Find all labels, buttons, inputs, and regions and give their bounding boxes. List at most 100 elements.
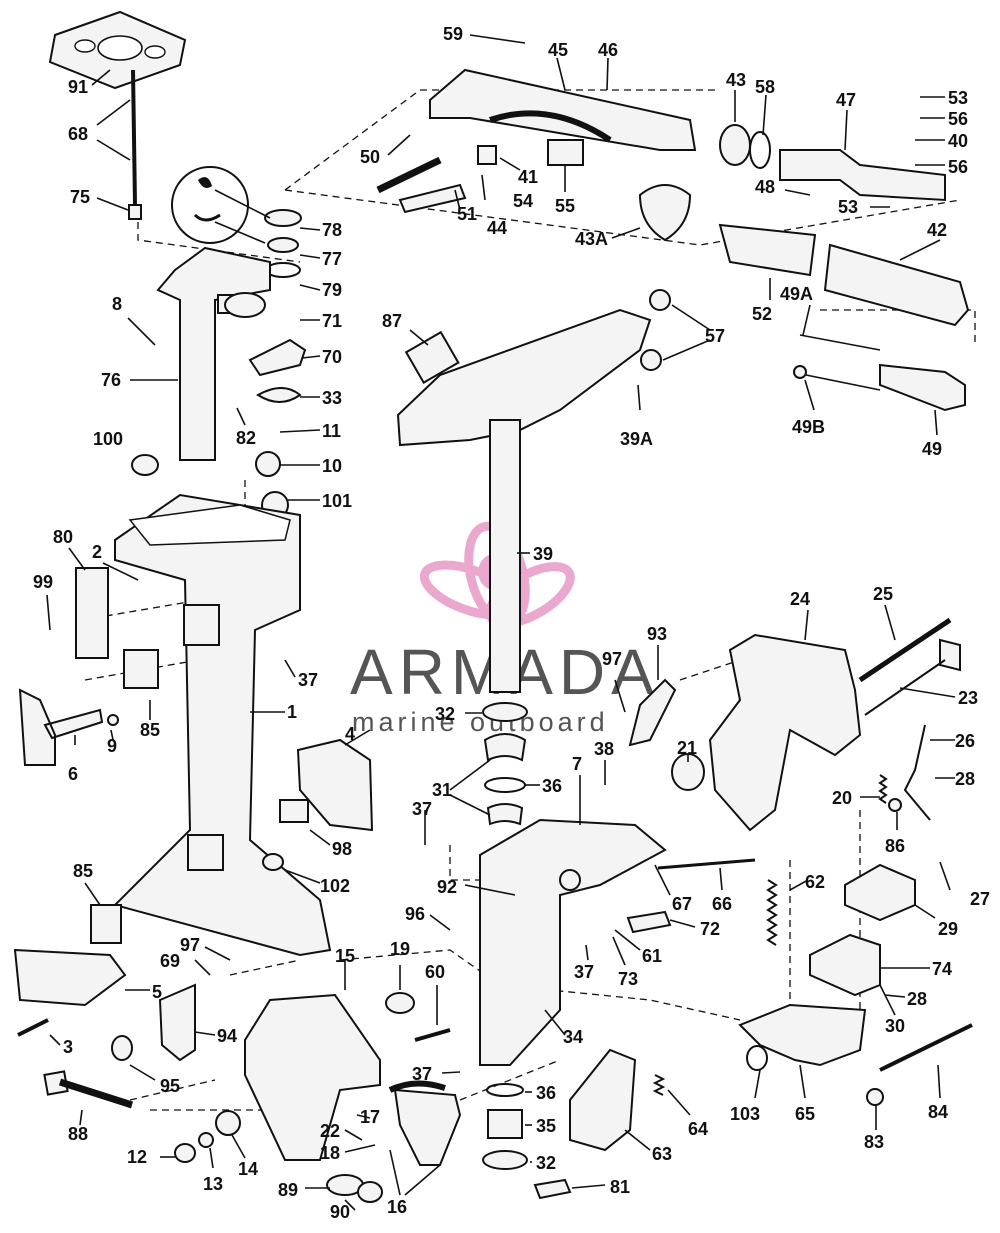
callout-37-d: 37 — [412, 799, 432, 819]
callout-26: 26 — [955, 731, 975, 751]
callout-43A: 43A — [575, 229, 608, 249]
bolt-25 — [858, 617, 952, 683]
callout-37: 37 — [298, 670, 318, 690]
callout-82: 82 — [236, 428, 256, 448]
callout-35: 35 — [536, 1116, 556, 1136]
gasket-33 — [256, 387, 302, 403]
callout-81: 81 — [610, 1177, 630, 1197]
callout-28: 28 — [955, 769, 975, 789]
ring-43 — [719, 124, 751, 166]
swivel-bracket-39 — [396, 308, 652, 693]
callout-58: 58 — [755, 77, 775, 97]
callout-87: 87 — [382, 311, 402, 331]
screw-3 — [17, 1018, 49, 1037]
washer-13 — [198, 1132, 214, 1148]
callout-37-b: 37 — [412, 1064, 432, 1084]
bracket-23 — [939, 638, 961, 672]
callout-9: 9 — [107, 736, 117, 756]
callout-24: 24 — [790, 589, 810, 609]
mount-4 — [296, 738, 374, 832]
callout-61: 61 — [642, 946, 662, 966]
plate-81 — [533, 1178, 572, 1200]
callout-103: 103 — [730, 1104, 760, 1124]
callout-14: 14 — [238, 1159, 258, 1179]
callout-33: 33 — [322, 388, 342, 408]
callout-72: 72 — [700, 919, 720, 939]
callout-49A: 49A — [780, 284, 813, 304]
callout-75: 75 — [70, 187, 90, 207]
callout-53: 53 — [948, 88, 968, 108]
callout-68: 68 — [68, 124, 88, 144]
lock-bracket-30 — [809, 933, 881, 997]
spring-64 — [652, 1074, 666, 1096]
callout-12: 12 — [127, 1147, 147, 1167]
clip-49B — [793, 365, 807, 379]
cable-41 — [489, 110, 612, 143]
tilt-lock-93 — [628, 678, 677, 747]
callout-21: 21 — [677, 738, 697, 758]
callout-32: 32 — [435, 704, 455, 724]
callout-30: 30 — [885, 1016, 905, 1036]
callout-63: 63 — [652, 1144, 672, 1164]
callout-7: 7 — [572, 754, 582, 774]
callout-99: 99 — [33, 572, 53, 592]
callout-97-b: 97 — [602, 649, 622, 669]
tiller-grip-42 — [823, 243, 970, 327]
clip-54 — [477, 145, 497, 165]
rod-66 — [657, 858, 756, 870]
callout-39A: 39A — [620, 429, 653, 449]
callout-66: 66 — [712, 894, 732, 914]
reverse-lock-65 — [738, 1003, 867, 1067]
callout-57: 57 — [705, 326, 725, 346]
rod-84 — [879, 1023, 973, 1072]
bushing-95 — [111, 1035, 133, 1061]
cover-80 — [75, 567, 109, 659]
swivel-bracket-34 — [479, 818, 667, 1066]
callout-13: 13 — [203, 1174, 223, 1194]
spring-16 — [388, 1080, 446, 1093]
wire-26 — [903, 724, 931, 821]
lock-plate-29 — [844, 863, 916, 922]
callout-62: 62 — [805, 872, 825, 892]
callout-71: 71 — [322, 311, 342, 331]
callout-36-b: 36 — [536, 1083, 556, 1103]
callout-44: 44 — [487, 218, 507, 238]
plug-102 — [262, 853, 284, 871]
callout-42: 42 — [927, 220, 947, 240]
leader-lines — [46, 34, 956, 1211]
o-ring-36-lower — [486, 1083, 524, 1097]
bushing-35 — [487, 1109, 523, 1139]
callout-102: 102 — [320, 876, 350, 896]
callout-86: 86 — [885, 836, 905, 856]
callout-49B: 49B — [792, 417, 825, 437]
seal-58 — [749, 131, 771, 169]
bolt-88 — [43, 1070, 134, 1109]
callout-48: 48 — [755, 177, 775, 197]
callout-85-b: 85 — [73, 861, 93, 881]
lever-72 — [626, 910, 672, 934]
callout-15: 15 — [335, 946, 355, 966]
seals-78-77-79 — [264, 209, 302, 278]
callout-59: 59 — [443, 24, 463, 44]
throttle-shaft-50 — [376, 156, 442, 194]
callout-27: 27 — [970, 889, 990, 909]
friction-43A — [638, 184, 692, 242]
callout-70: 70 — [322, 347, 342, 367]
callout-54: 54 — [513, 191, 533, 211]
bushing-14 — [215, 1110, 241, 1136]
callout-1: 1 — [287, 702, 297, 722]
callout-60: 60 — [425, 962, 445, 982]
callout-41: 41 — [518, 167, 538, 187]
callout-91: 91 — [68, 77, 88, 97]
washer-32 — [482, 702, 528, 722]
callout-18: 18 — [320, 1143, 340, 1163]
callout-29: 29 — [938, 919, 958, 939]
bracket-70 — [248, 338, 307, 377]
callout-22: 22 — [320, 1121, 340, 1141]
nut-12 — [174, 1143, 196, 1163]
washer-86 — [888, 798, 902, 812]
callout-47: 47 — [836, 90, 856, 110]
callout-11: 11 — [322, 421, 341, 441]
callout-90: 90 — [330, 1202, 350, 1222]
callout-55: 55 — [555, 196, 575, 216]
